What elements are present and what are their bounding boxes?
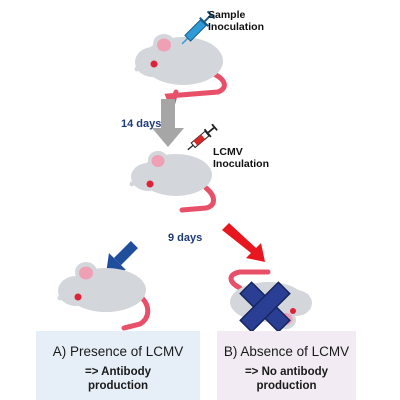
mouse-icon-top xyxy=(134,34,227,114)
presence-result-line1: => Antibody xyxy=(84,366,152,378)
lcmv-label-line2: Inoculation xyxy=(213,158,269,170)
cross-icon xyxy=(239,281,291,333)
syringe-icon-middle xyxy=(187,123,218,151)
outcome-absence-title: B) Absence of LCMV xyxy=(223,344,350,359)
presence-result-line2: production xyxy=(87,380,149,392)
sample-inoculation-label: Sample Inoculation xyxy=(208,9,264,33)
arrow-down-gray xyxy=(152,99,184,147)
sample-label-line1: Sample xyxy=(208,9,246,21)
syringe-icon-top xyxy=(181,10,216,45)
lcmv-label-line1: LCMV xyxy=(213,146,243,158)
outcome-presence-result: => Antibody production xyxy=(36,365,200,393)
days-first-label: 14 days xyxy=(121,118,162,130)
lcmv-inoculation-label: LCMV Inoculation xyxy=(213,146,269,170)
outcome-absence-result: => No antibody production xyxy=(217,365,356,393)
sample-label-line2: Inoculation xyxy=(208,21,264,33)
arrow-blue-left xyxy=(106,241,138,273)
days-second-label: 9 days xyxy=(168,232,203,244)
arrow-red-right xyxy=(222,223,265,262)
mouse-icon-middle xyxy=(129,151,216,213)
outcome-presence-box: A) Presence of LCMV => Antibody producti… xyxy=(36,331,200,400)
mouse-icon-alive xyxy=(57,262,151,331)
outcome-presence-title: A) Presence of LCMV xyxy=(52,344,184,359)
absence-result-line1: => No antibody xyxy=(244,366,329,378)
absence-result-line2: production xyxy=(256,380,317,392)
outcome-absence-box: B) Absence of LCMV => No antibody produc… xyxy=(217,331,356,400)
